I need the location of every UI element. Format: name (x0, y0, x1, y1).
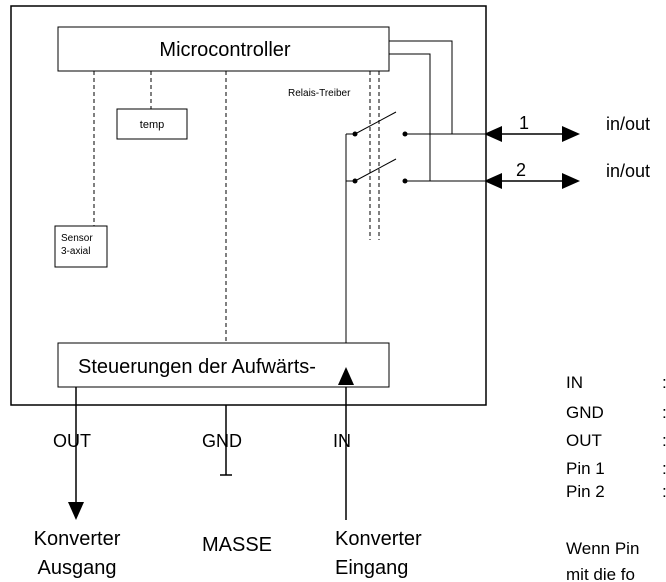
sensor-label-line1: Sensor (61, 233, 93, 244)
legend-key-pin2: Pin 2 (566, 482, 605, 501)
in-pin-label: IN (333, 431, 351, 451)
converter-control-block (57, 342, 390, 388)
temp-label: temp (140, 119, 164, 131)
out-caption-line2: Ausgang (38, 557, 117, 579)
port2-number: 2 (516, 160, 526, 180)
device-housing (10, 5, 487, 406)
legend-sep-gnd: : (662, 403, 666, 422)
switch1-blade (354, 111, 397, 135)
out-arrowhead (68, 502, 84, 520)
sensor-block (54, 225, 108, 268)
microcontroller-label: Microcontroller (159, 39, 290, 61)
port2-arrowhead-left (484, 173, 502, 189)
legend: IN : GND : OUT : Pin 1 : Pin 2 : Wenn Pi… (566, 373, 666, 582)
microcontroller-block (57, 26, 390, 72)
port1-arrowhead-left (484, 126, 502, 142)
gnd-caption: MASSE (202, 534, 272, 556)
legend-note-line2: mit die fo (566, 565, 635, 582)
port2-wire (389, 53, 431, 182)
legend-note-line1: Wenn Pin (566, 539, 639, 558)
port1-number: 1 (519, 113, 529, 133)
in-caption-line1: Konverter (335, 528, 422, 550)
legend-sep-in: : (662, 373, 666, 392)
out-caption-line1: Konverter (34, 528, 121, 550)
temp-block (116, 108, 188, 140)
in-caption-line2: Eingang (335, 557, 408, 579)
legend-key-out: OUT (566, 431, 602, 450)
legend-sep-out: : (662, 431, 666, 450)
in-arrowhead (338, 367, 354, 385)
legend-key-pin1: Pin 1 (566, 459, 605, 478)
legend-sep-pin2: : (662, 482, 666, 501)
sensor-label-line2: 3-axial (61, 246, 90, 257)
legend-key-gnd: GND (566, 403, 604, 422)
port2-arrowhead-right (562, 173, 580, 189)
out-pin-label: OUT (53, 431, 91, 451)
port1-arrowhead-right (562, 126, 580, 142)
converter-control-label: Steuerungen der Aufwärts- (78, 356, 316, 378)
port2-label: in/out (606, 161, 650, 181)
gnd-pin-label: GND (202, 431, 242, 451)
switch2-blade (354, 158, 397, 182)
relay-driver-label: Relais-Treiber (288, 88, 351, 99)
port1-label: in/out (606, 114, 650, 134)
legend-key-in: IN (566, 373, 583, 392)
legend-sep-pin1: : (662, 459, 666, 478)
port1-wire (389, 40, 453, 135)
